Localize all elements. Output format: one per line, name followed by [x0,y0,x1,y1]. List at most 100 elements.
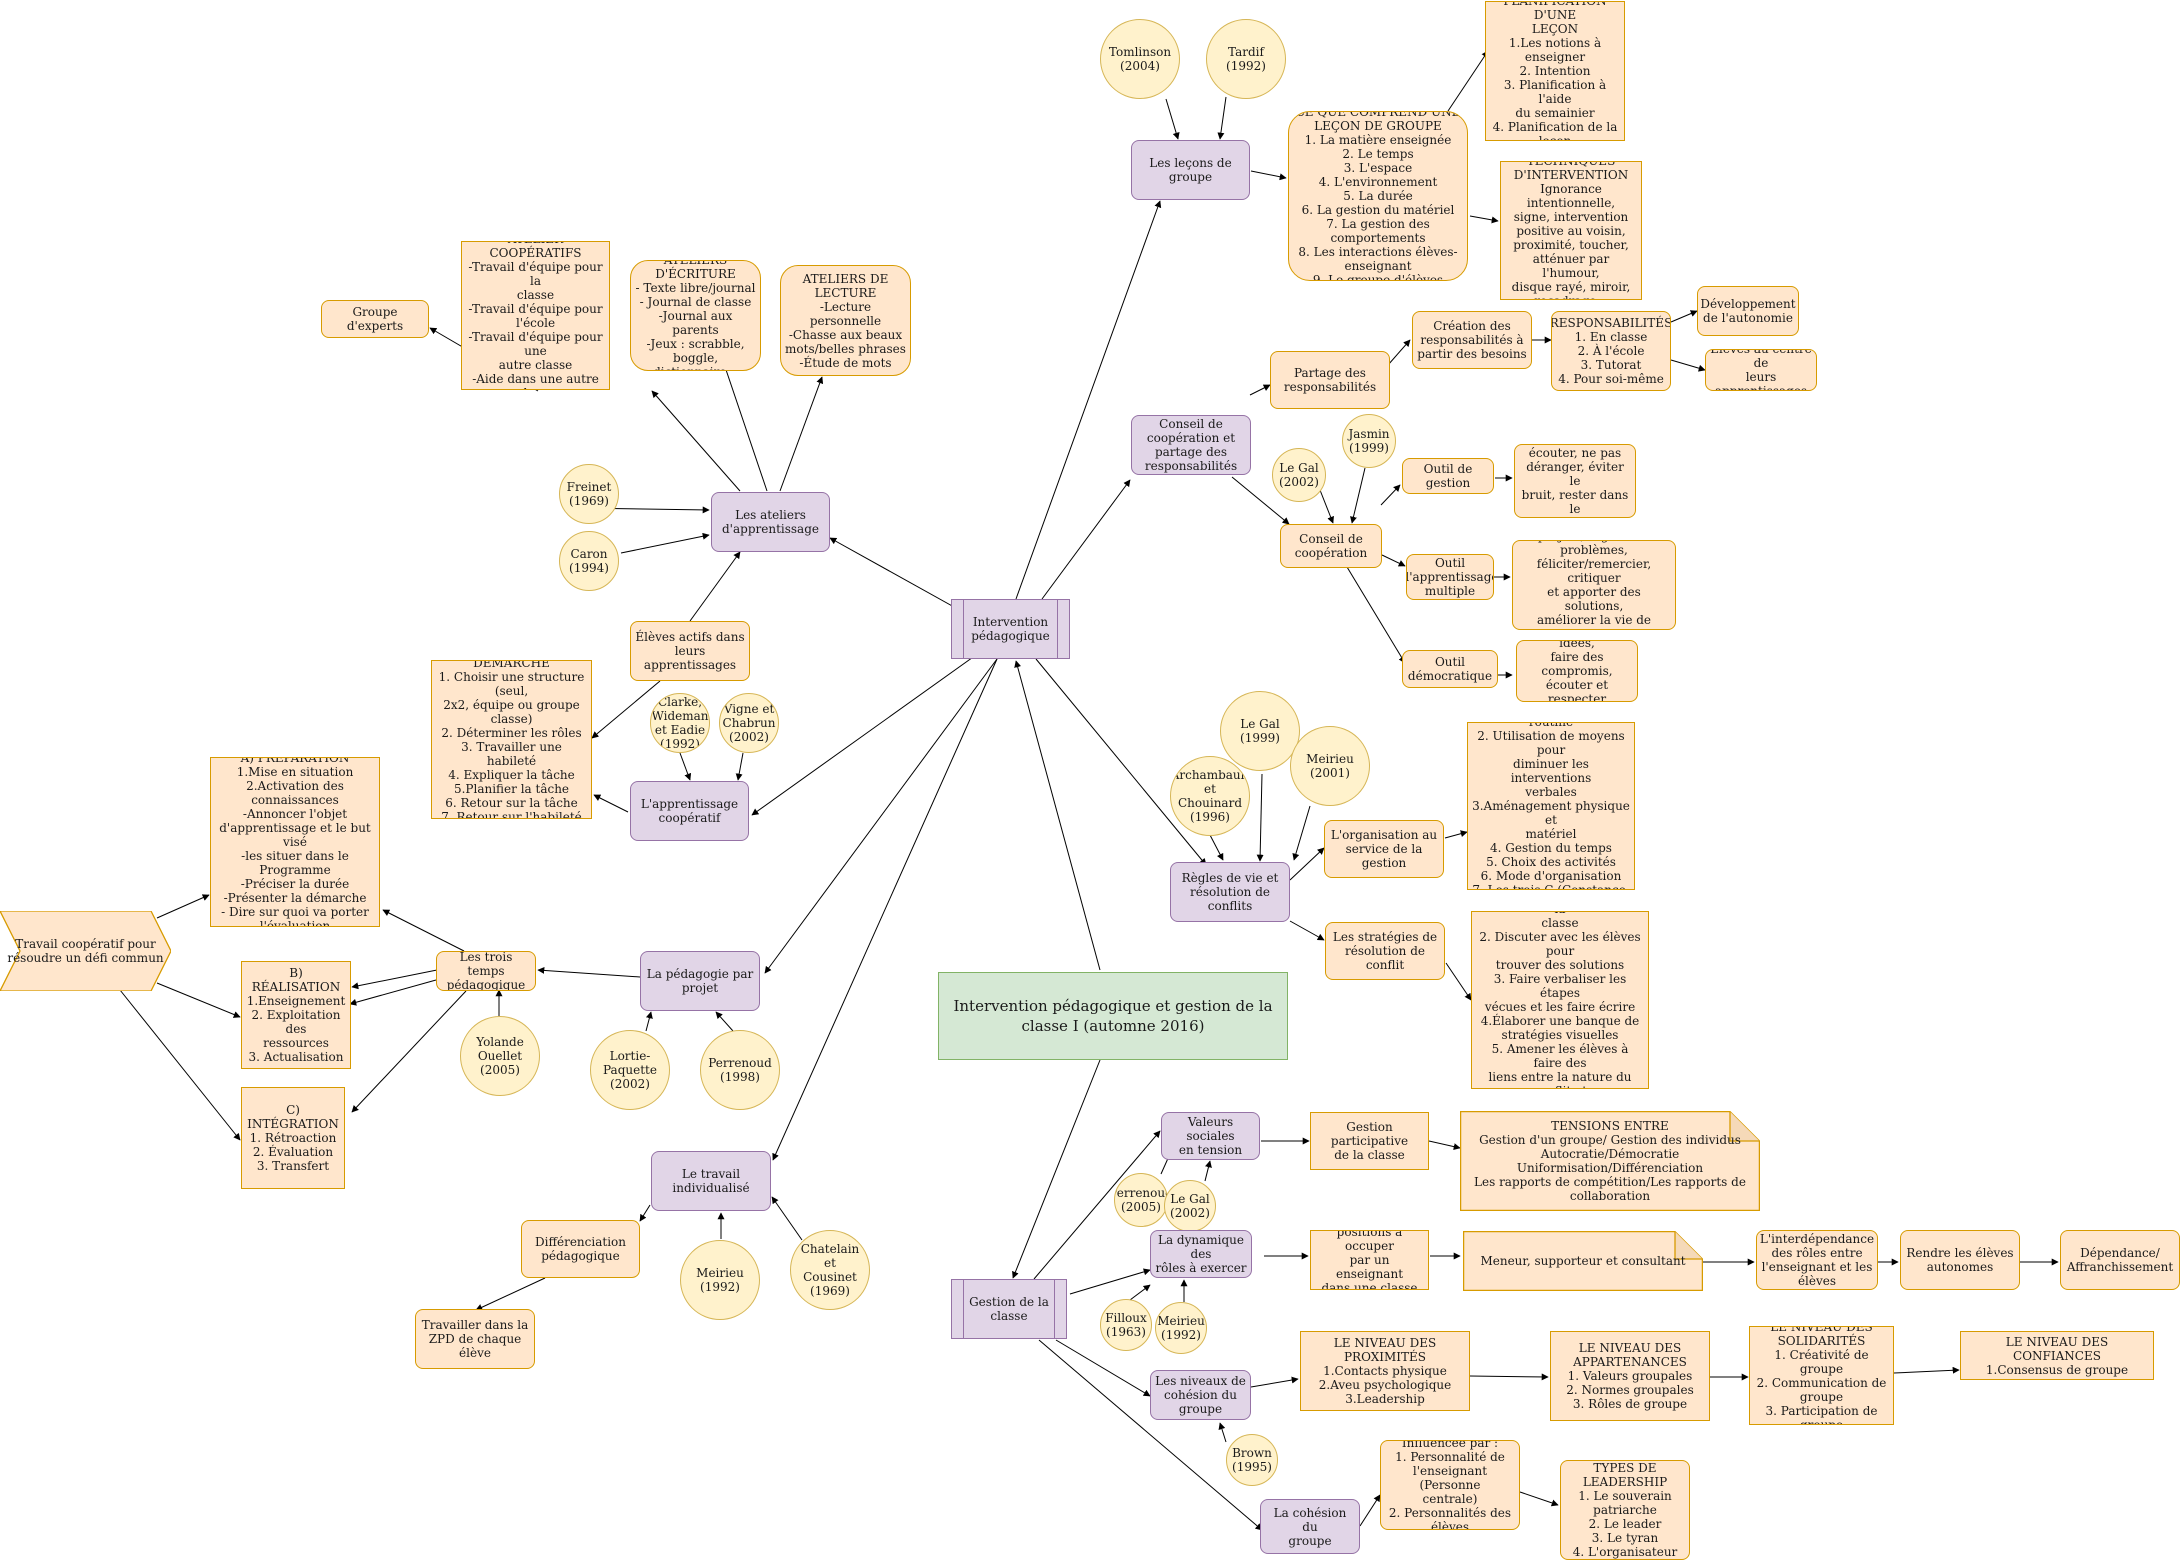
perrenoud-2005-citation[interactable]: Perrenoud (2005) [1114,1173,1168,1227]
connector-arrow [1380,484,1401,506]
travail-cooperatif-node[interactable]: Travail coopératif pour résoudre un défi… [0,911,171,991]
legal-2002b-citation[interactable]: Le Gal (2002) [1164,1180,1216,1232]
central-title-node[interactable]: Intervention pédagogique et gestion de l… [938,972,1288,1060]
perrenoud-1998-citation[interactable]: Perrenoud (1998) [700,1030,780,1110]
positions-node[interactable]: positions à occuper par un enseignant da… [1310,1230,1429,1290]
lortie-citation[interactable]: Lortie- Paquette (2002) [590,1030,670,1110]
connector-arrow [645,1011,653,1032]
clarke-citation[interactable]: Clarke, Wideman et Eadie (1992) [650,693,710,753]
eleves-actifs-node[interactable]: Élèves actifs dans leurs apprentissages [630,621,750,681]
ateliers-node[interactable]: Les ateliers d'apprentissage [711,492,830,552]
eleves-centre-node[interactable]: Élèves au centre de leurs apprentissages [1705,349,1817,391]
ce-que-comprend-node[interactable]: CE QUE COMPREND UNE LEÇON DE GROUPE 1. L… [1288,111,1468,281]
techniques-node[interactable]: TECHNIQUES D'INTERVENTION Ignorance inte… [1500,161,1642,300]
caron-citation[interactable]: Caron (1994) [559,531,619,591]
tensions-node[interactable]: TENSIONS ENTRE Gestion d'un groupe/ Gest… [1460,1111,1760,1211]
realisation-node[interactable]: B) RÉALISATION 1.Enseignement 2. Exploit… [241,961,351,1069]
jasmin-citation[interactable]: Jasmin (1999) [1342,414,1396,468]
conseil-node[interactable]: Conseil de coopération et partage des re… [1131,415,1251,475]
gestion-participative-node[interactable]: Gestion participative de la classe [1310,1112,1429,1170]
connector-arrow [679,752,692,781]
connector-arrow [1893,1366,1960,1374]
meirieu-1992-citation[interactable]: Meirieu (1992) [680,1240,760,1320]
connector-arrow [639,1204,651,1222]
zpd-node[interactable]: Travailler dans la ZPD de chaque élève [415,1309,535,1369]
regles-node[interactable]: Règles de vie et résolution de conflits [1170,862,1290,922]
partage-node[interactable]: Partage des responsabilités [1270,351,1390,409]
meneur-label: Meneur, supporteur et consultant [1480,1254,1686,1268]
outil-democratique-node[interactable]: Outil démocratique [1402,650,1498,688]
groupe-experts-node[interactable]: Groupe d'experts [321,300,429,338]
integration-node[interactable]: C) INTÉGRATION 1. Rétroaction 2. Évaluat… [241,1087,345,1189]
lecons-node[interactable]: Les leçons de groupe [1131,140,1250,200]
connector-arrow [1444,830,1468,839]
types-leadership-node[interactable]: TYPES DE LEADERSHIP 1. Le souverain patr… [1560,1460,1690,1560]
outil-apprentissage-node[interactable]: Outil d'apprentissage multiple [1406,554,1494,600]
yolande-citation[interactable]: Yolande Ouellet (2005) [460,1016,540,1096]
connector-arrow [1289,920,1325,941]
connector-arrow [718,351,768,492]
chatelain-citation[interactable]: Chatelain et Cousinet (1969) [790,1230,870,1310]
meneur-node[interactable]: Meneur, supporteur et consultant [1463,1231,1703,1291]
meirieu-2001-citation[interactable]: Meirieu (2001) [1290,726,1370,806]
proximites-node[interactable]: LE NIVEAU DES PROXIMITÉS 1.Contacts phys… [1300,1331,1470,1411]
dependance-node[interactable]: Dépendance/ Affranchissement [2060,1230,2180,1290]
preparation-node[interactable]: A) PRÉPARATION 1.Mise en situation 2.Act… [210,757,380,927]
connector-arrow [475,1277,546,1311]
valeurs-node[interactable]: Valeurs sociales en tension [1161,1112,1260,1160]
connector-arrow [1359,1494,1381,1527]
gestion-node[interactable]: Gestion de la classe [951,1279,1067,1339]
rendre-autonomes-node[interactable]: Rendre les élèves autonomes [1900,1230,2020,1290]
connector-arrow [351,969,438,990]
pedagogie-projet-node[interactable]: La pédagogie par projet [640,951,760,1011]
proposer-node[interactable]: Proposer et décider des projets, régler … [1512,540,1676,630]
cohesion-node[interactable]: La cohésion du groupe [1260,1499,1360,1554]
niveaux-cohesion-node[interactable]: Les niveaux de cohésion du groupe [1150,1370,1251,1420]
filloux-citation[interactable]: Filloux (1963) [1100,1299,1152,1351]
brown-citation[interactable]: Brown (1995) [1226,1434,1278,1486]
tomlinson-citation[interactable]: Tomlinson (2004) [1100,19,1180,99]
intervention-node[interactable]: Intervention pédagogique [951,599,1070,659]
strategies-node[interactable]: Les stratégies de résolution de conflit [1325,922,1445,980]
profiter-node[interactable]: 1.Profiter d'une situation conflictuelle… [1471,911,1649,1089]
planification-node[interactable]: PLANIFICATION D'UNE LEÇON 1.Les notions … [1485,1,1625,141]
confiances-node[interactable]: LE NIVEAU DES CONFIANCES 1.Consensus de … [1960,1331,2154,1380]
lever-la-main-node[interactable]: Lever la main, écouter, ne pas déranger,… [1514,444,1636,518]
appartenances-node[interactable]: LE NIVEAU DES APPARTENANCES 1. Valeurs g… [1550,1331,1710,1421]
connector-arrow [1387,339,1411,366]
ateliers-ecriture-node[interactable]: ATELIERS D'ÉCRITURE - Texte libre/journa… [630,260,761,371]
solidarites-node[interactable]: LE NIVEAU DES SOLIDARITÉS 1. Créativité … [1749,1326,1894,1425]
connector-arrow [735,752,744,781]
interdependance-node[interactable]: L'interdépendance des rôles entre l'ense… [1756,1230,1878,1290]
ateliers-lecture-node[interactable]: ATELIERS DE LECTURE -Lecture personnelle… [780,265,911,376]
developpement-node[interactable]: Développement de l'autonomie [1697,286,1799,336]
legal-1999-citation[interactable]: Le Gal (1999) [1220,691,1300,771]
trois-temps-node[interactable]: Les trois temps pédagogique [436,951,536,991]
routine-node[interactable]: 1. Mise en place d'une routine 2. Utilis… [1467,722,1635,890]
atelier-cooperatifs-node[interactable]: ATELIER COOPÉRATIFS -Travail d'équipe po… [461,241,610,390]
travail-individualise-node[interactable]: Le travail individualisé [651,1151,771,1211]
meirieu-1992b-citation[interactable]: Meirieu (1992) [1155,1302,1207,1354]
demarche-node[interactable]: DÉMARCHE 1. Choisir une structure (seul,… [431,660,592,819]
exprimer-node[interactable]: Exprimer nos idées, faire des compromis,… [1516,640,1638,702]
archambault-citation[interactable]: Archambault et Chouinard (1996) [1170,756,1250,836]
apprentissage-cooperatif-node[interactable]: L'apprentissage coopératif [630,781,749,841]
vigne-citation[interactable]: Vigne et Chabrun (2002) [719,693,779,753]
influencee-node[interactable]: Influencée par : 1. Personnalité de l'en… [1380,1440,1520,1530]
tardif-citation[interactable]: Tardif (1992) [1206,19,1286,99]
connector-arrow [1350,467,1366,524]
outil-gestion-node[interactable]: Outil de gestion [1402,458,1494,494]
legal-2002-citation[interactable]: Le Gal (2002) [1272,448,1326,502]
organisation-node[interactable]: L'organisation au service de la gestion [1324,820,1444,878]
freinet-citation[interactable]: Freinet (1969) [559,464,619,524]
connector-arrow [351,990,467,1113]
connector-arrow [1012,1059,1101,1279]
conseil-cooperation-node[interactable]: Conseil de coopération [1280,524,1382,568]
connector-arrow [1069,1268,1151,1295]
responsabilites-node[interactable]: RESPONSABILITÉS 1. En classe 2. À l'écol… [1551,311,1671,391]
dynamique-node[interactable]: La dynamique des rôles à exercer [1150,1230,1252,1278]
connector-arrow [1015,200,1162,600]
differenciation-node[interactable]: Différenciation pédagogique [521,1220,640,1278]
creation-node[interactable]: Création des responsabilités à partir de… [1412,311,1532,369]
connector-arrow [651,390,741,492]
